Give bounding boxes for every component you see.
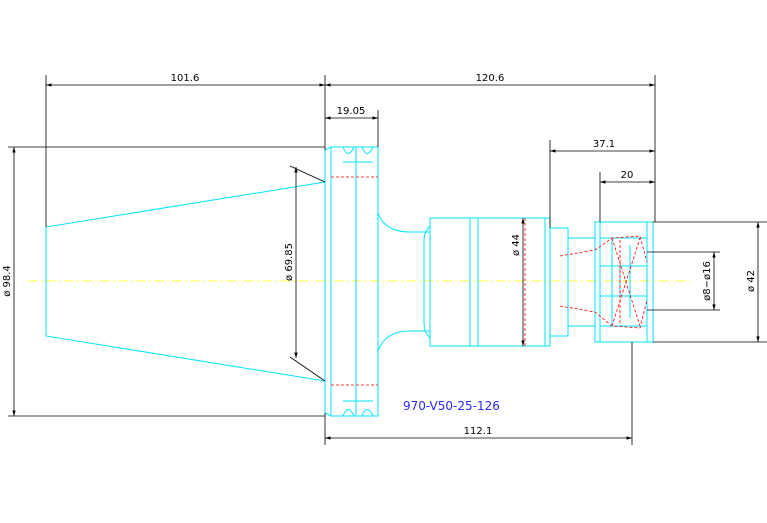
dim-flange-width: 19.05	[337, 106, 366, 117]
dim-nut-length: 37.1	[593, 139, 615, 150]
dim-dia-taper: ø 69.85	[284, 243, 295, 281]
dim-dia-flange: ø 98.4	[2, 265, 13, 297]
part-number-label: 970-V50-25-126	[403, 399, 500, 413]
tool-holder-outline	[45, 146, 654, 417]
dim-dia-collet: ø8−ø16	[702, 261, 713, 301]
dim-overall-right-length: 120.6	[476, 73, 505, 84]
hidden-lines	[331, 176, 648, 386]
dim-dia-body: ø 44	[511, 234, 522, 256]
dim-bottom-length: 112.1	[464, 426, 493, 437]
dimension-lines	[8, 75, 767, 445]
dim-overall-taper-length: 101.6	[171, 73, 200, 84]
dim-nut-inner: 20	[621, 170, 634, 181]
dim-dia-nut: ø 42	[746, 270, 757, 292]
